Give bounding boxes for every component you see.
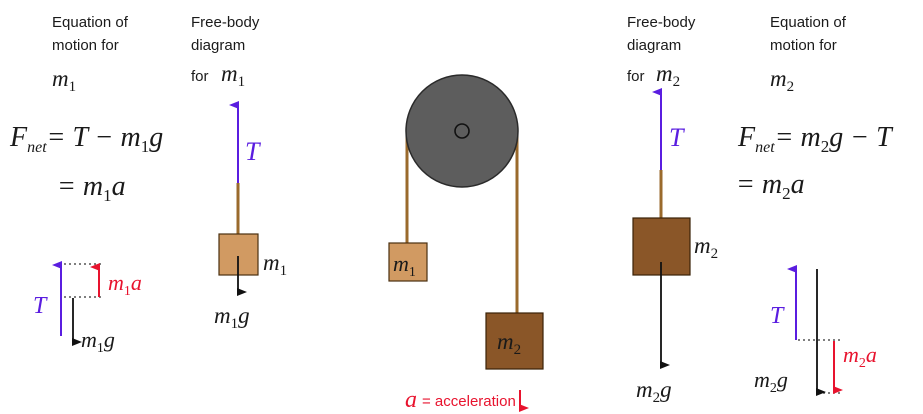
center-mass1-label: m1: [393, 251, 416, 280]
center-mass2-block: [485, 312, 544, 370]
pulley-wheel: [405, 74, 519, 188]
right-fbd-heading-line2: diagram: [627, 37, 681, 54]
left-equation-line1: Fnet= T − m1g: [9, 122, 163, 156]
left-fbd-heading-mass: m1: [221, 61, 245, 90]
right-fbd-heading-for: for: [627, 68, 645, 85]
right-vector-tension-label: T: [770, 303, 785, 329]
right-fbd-heading: Free-body diagram for: [627, 14, 696, 85]
right-fbd-block-label: m2: [694, 233, 718, 262]
left-fbd-block-label: m1: [263, 250, 287, 279]
left-eq-heading-line2: motion for: [52, 37, 119, 54]
left-fbd-heading-line2: diagram: [191, 37, 245, 54]
right-fbd-heading-line1: Free-body: [627, 14, 696, 31]
left-eq-heading-line1: Equation of: [52, 14, 129, 31]
right-fbd-weight-label: m2g: [636, 377, 672, 406]
left-vector-tension-label: T: [33, 293, 48, 319]
left-fbd-heading: Free-body diagram for: [191, 14, 260, 85]
left-fbd-tension-label: T: [245, 137, 261, 166]
left-fbd-heading-for: for: [191, 68, 209, 85]
right-eq-heading-line1: Equation of: [770, 14, 847, 31]
pulley-axle: [454, 123, 470, 139]
right-fbd-tension-label: T: [669, 123, 685, 152]
left-vector-ma-label: m1a: [108, 270, 142, 299]
right-equation-line1: Fnet= m2g − T: [737, 122, 894, 156]
acceleration-symbol: a: [405, 387, 417, 413]
left-fbd-weight-label: m1g: [214, 303, 250, 332]
right-eq-heading-mass: m2: [770, 66, 794, 95]
center-mass1-block: [388, 242, 428, 282]
right-equation-line2: = m2a: [736, 169, 805, 203]
left-fbd-heading-line1: Free-body: [191, 14, 260, 31]
right-eq-heading-line2: motion for: [770, 37, 837, 54]
right-vector-weight-label: m2g: [754, 367, 788, 396]
right-equation-heading: Equation of motion for: [770, 14, 847, 54]
left-equation-heading: Equation of motion for: [52, 14, 129, 54]
acceleration-caption: = acceleration: [422, 393, 516, 410]
left-vector-weight-label: m1g: [81, 327, 115, 356]
right-vector-ma-label: m2a: [843, 342, 877, 371]
left-equation-line2: = m1a: [57, 171, 126, 205]
left-eq-heading-mass: m1: [52, 66, 76, 95]
center-mass2-label: m2: [497, 329, 521, 358]
right-fbd-heading-mass: m2: [656, 61, 680, 90]
